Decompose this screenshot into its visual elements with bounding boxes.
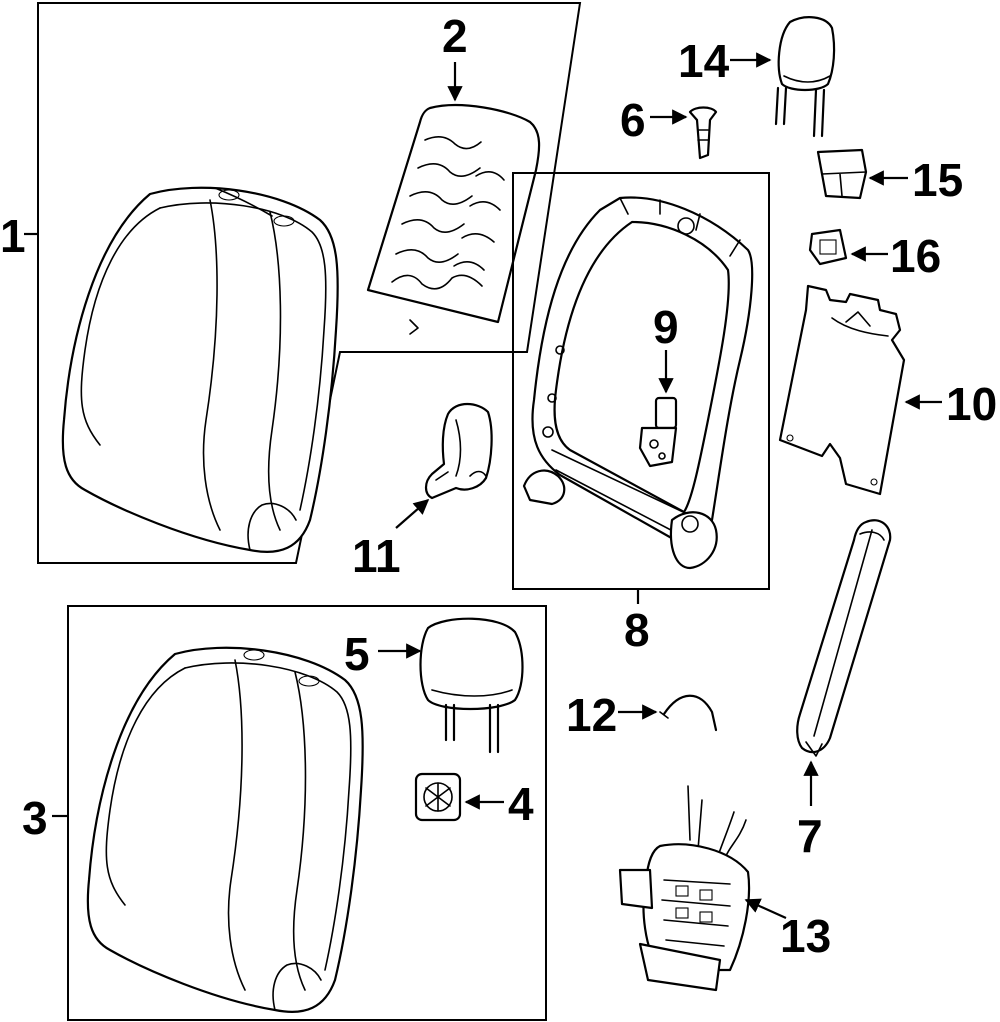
latch: [638, 396, 678, 468]
callout-7: 7: [797, 810, 823, 862]
push-pin: [688, 106, 718, 160]
callout-14: 14: [678, 35, 730, 87]
headrest-upper: [774, 16, 836, 138]
callout-15: 15: [912, 154, 963, 206]
callout-12: 12: [566, 689, 617, 741]
headrest-guide: [816, 148, 868, 200]
cable: [659, 694, 718, 732]
group-1-frame: [37, 2, 582, 564]
leader-13: [744, 898, 787, 920]
callout-4: 4: [508, 778, 534, 830]
callout-5: 5: [344, 628, 370, 680]
retainer-clip: [808, 228, 848, 266]
side-trim: [796, 519, 892, 757]
group-8-frame: [512, 172, 770, 590]
vent-clip: [414, 772, 462, 822]
group-3-frame: [67, 605, 547, 1021]
lumbar-support: [618, 785, 751, 992]
callout-10: 10: [946, 378, 997, 430]
callout-2: 2: [442, 10, 468, 62]
callout-11: 11: [352, 530, 401, 582]
callout-9: 9: [653, 301, 679, 353]
side-bracket: [424, 402, 493, 500]
callout-16: 16: [890, 230, 941, 282]
callout-3: 3: [22, 792, 48, 844]
seatback-cover-lower: [86, 646, 364, 1013]
seatback-pad: [366, 104, 541, 335]
back-panel: [778, 284, 906, 496]
callout-6: 6: [620, 94, 646, 146]
seatback-frame: [522, 196, 754, 570]
headrest-lower: [419, 617, 524, 754]
seatback-cover-upper: [61, 186, 339, 553]
callout-8: 8: [624, 604, 650, 656]
callout-1: 1: [0, 210, 26, 262]
callout-13: 13: [780, 910, 831, 962]
leader-11: [395, 498, 430, 529]
